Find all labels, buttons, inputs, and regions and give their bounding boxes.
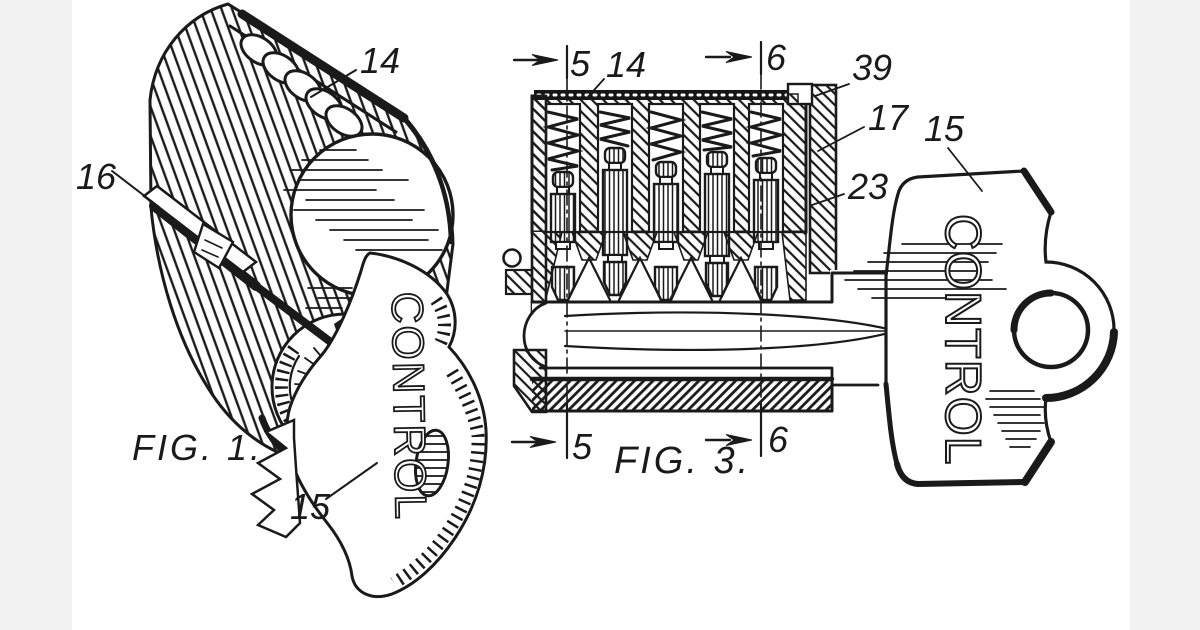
spring (700, 110, 733, 152)
ref-label-39: 39 (852, 47, 892, 88)
ref-label-15: 15 (290, 486, 331, 527)
key-bow-hole-shadow (1010, 289, 1055, 334)
fig3-caption: FIG. 3. (614, 440, 751, 482)
waist-shadow (252, 282, 340, 350)
section-arrow-icon (531, 54, 559, 66)
chamber-chamfer-lines (566, 255, 764, 302)
retainer-tab-shading (201, 239, 223, 258)
cap-strip (534, 90, 806, 100)
pin-springs (542, 110, 787, 172)
blade-top-edge (530, 271, 890, 304)
leader-line-23 (811, 193, 845, 206)
leader-line-14 (585, 78, 605, 100)
spring (542, 110, 584, 172)
spring (745, 110, 787, 158)
spring (645, 110, 687, 162)
face-shading-lines (283, 149, 443, 251)
right-margin-band (1130, 0, 1200, 630)
pin (752, 156, 780, 302)
plug-chamfer-ribs (274, 345, 342, 458)
pins (549, 146, 780, 302)
face-tab (504, 268, 534, 296)
spring (598, 110, 631, 148)
ref-label-16: 16 (76, 156, 117, 197)
leader-line-39 (814, 83, 850, 97)
retainer-notch-block (787, 93, 799, 105)
detent-ball (502, 248, 522, 268)
outer-sleeve (808, 83, 838, 275)
fig1-control-key: CONTROL (249, 251, 488, 599)
section-arrows (510, 51, 753, 448)
top-edge-shadow (237, 9, 409, 123)
section-plane-lines (566, 73, 762, 431)
pin-chamber-hole (324, 104, 364, 138)
pin-chamber-holes (239, 33, 364, 138)
pin (601, 146, 629, 297)
pin (652, 160, 680, 302)
leader-line-15 (325, 462, 378, 500)
section-label-6-top: 6 (766, 37, 787, 78)
key-stamp-text: CONTROL (382, 291, 435, 521)
key-edge-ridges (390, 296, 485, 589)
section-ticks (565, 40, 763, 460)
ref-label-14: 14 (360, 40, 400, 81)
leader-line-17 (817, 126, 865, 152)
fig3-leader-lines (585, 78, 983, 206)
bow-shading-dashes (844, 243, 1045, 448)
key-bow-shadow-edges (883, 167, 1118, 487)
section-arrow-icon (529, 436, 557, 448)
section-arrow-icon (725, 434, 753, 446)
fig3-control-key-bow: CONTROL (844, 167, 1118, 487)
fig1-caption: FIG. 1. (132, 427, 263, 468)
fig3-housing (502, 82, 838, 352)
section-label-6-bottom: 6 (768, 419, 789, 460)
section-arrow-icon (725, 51, 753, 63)
section-label-5-bottom: 5 (572, 426, 593, 467)
left-margin-band (0, 0, 72, 630)
ref-label-17: 17 (868, 97, 910, 138)
leader-line-14 (310, 69, 357, 98)
pin (549, 170, 577, 302)
leader-line-15 (947, 147, 983, 192)
key-stamp-text: CONTROL (935, 214, 991, 465)
retainer-tab (192, 222, 235, 270)
fig1-labels: 14 16 15 FIG. 1. (76, 40, 400, 527)
body-right-edge (399, 113, 454, 245)
leader-line-16 (111, 170, 160, 208)
bottom-strip-bottom-edge (530, 377, 834, 413)
key-bitting-notches (249, 418, 302, 539)
fig3-annotations: 5 14 6 39 17 23 15 5 6 FIG. 3. (510, 37, 983, 482)
ref-label-14: 14 (606, 44, 646, 85)
pin (703, 150, 731, 298)
fig3-view: CONTROL 5 14 (502, 37, 1118, 487)
section-label-5-top: 5 (570, 43, 591, 84)
ref-label-23: 23 (847, 166, 888, 207)
ref-label-15: 15 (924, 108, 965, 149)
plug-chamfer-wedges (545, 231, 807, 301)
bottom-strip (532, 379, 832, 412)
